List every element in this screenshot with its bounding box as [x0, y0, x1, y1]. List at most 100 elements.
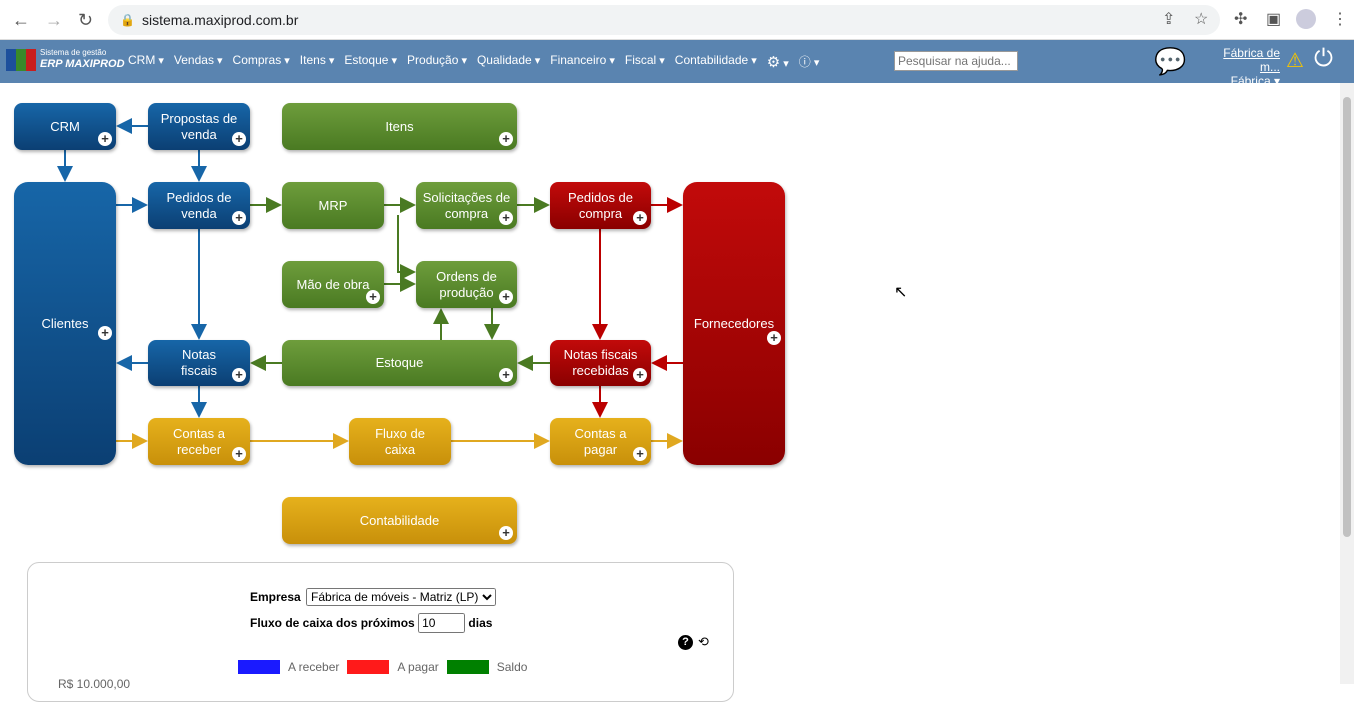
solicitacoes-box[interactable]: Solicitações de compra+ — [416, 182, 517, 229]
fluxo-caixa-box[interactable]: Fluxo de caixa — [349, 418, 451, 465]
add-icon[interactable]: + — [232, 132, 246, 146]
fornecedores-label: Fornecedores — [693, 315, 775, 331]
propostas-box[interactable]: Propostas de venda+ — [148, 103, 250, 150]
lock-icon: 🔒 — [120, 13, 135, 27]
add-icon[interactable]: + — [499, 368, 513, 382]
propostas-label: Propostas de venda — [160, 110, 238, 142]
contas-pagar-box[interactable]: Contas a pagar + — [550, 418, 651, 465]
menu-vendas[interactable]: Vendas — [174, 53, 223, 71]
back-icon[interactable]: ← — [12, 10, 30, 30]
legend-swatch-saldo — [446, 660, 489, 674]
menu-fiscal[interactable]: Fiscal — [625, 53, 665, 71]
contabilidade-label: Contabilidade — [359, 512, 440, 528]
legend-swatch-pagar — [347, 660, 390, 674]
menu-compras[interactable]: Compras — [233, 53, 290, 71]
days-input[interactable] — [418, 613, 466, 633]
forward-icon[interactable]: → — [45, 10, 63, 30]
extensions-icon[interactable]: ✣ — [1234, 11, 1248, 28]
company-link[interactable]: Fábrica de m... — [1223, 46, 1280, 74]
power-icon[interactable]: ⏻ — [1314, 45, 1333, 72]
menu-crm[interactable]: CRM — [128, 53, 164, 71]
add-icon[interactable]: + — [499, 290, 513, 304]
cashflow-panel: Empresa Fábrica de móveis - Matriz (LP) … — [27, 562, 734, 702]
profile-avatar[interactable] — [1296, 9, 1316, 29]
crm-box[interactable]: CRM + — [14, 103, 116, 150]
empresa-label: Empresa — [250, 590, 301, 604]
contabilidade-box[interactable]: Contabilidade + — [282, 497, 517, 544]
add-icon[interactable]: + — [633, 368, 647, 382]
help-icon[interactable]: ? — [678, 635, 693, 650]
pedidos-venda-box[interactable]: Pedidos de venda+ — [148, 182, 250, 229]
itens-label: Itens — [385, 118, 414, 134]
add-icon[interactable]: + — [633, 211, 647, 225]
menu-producao[interactable]: Produção — [407, 53, 467, 71]
sidepanel-icon[interactable]: ▣ — [1266, 11, 1282, 28]
ordens-label: Ordens de produção — [436, 268, 497, 300]
company-selector[interactable]: Fábrica de m...Fábrica ▾ — [1200, 46, 1280, 88]
add-icon[interactable]: + — [98, 132, 112, 146]
main-menu: CRM Vendas Compras Itens Estoque Produçã… — [128, 53, 819, 71]
add-icon[interactable]: + — [499, 132, 513, 146]
empresa-select[interactable]: Fábrica de móveis - Matriz (LP) — [306, 588, 497, 606]
kebab-menu-icon[interactable]: ⋮ — [1332, 11, 1348, 28]
estoque-box[interactable]: Estoque + — [282, 340, 517, 386]
fornecedores-box[interactable]: Fornecedores+ — [683, 182, 785, 465]
menu-estoque[interactable]: Estoque — [344, 53, 397, 71]
help-search-input[interactable] — [894, 51, 1018, 71]
pedidos-compra-box[interactable]: Pedidos de compra+ — [550, 182, 651, 229]
chat-icon[interactable]: 💬 — [1154, 46, 1187, 76]
add-icon[interactable]: + — [98, 326, 112, 340]
flow-arrows — [57, 118, 683, 449]
add-icon[interactable]: + — [232, 211, 246, 225]
add-icon[interactable]: + — [232, 447, 246, 461]
company-unit[interactable]: Fábrica — [1230, 74, 1271, 88]
refresh-icon[interactable]: ⟲ — [698, 634, 709, 649]
menu-itens[interactable]: Itens — [300, 53, 335, 71]
menu-contabilidade[interactable]: Contabilidade — [675, 53, 757, 71]
scrollbar-thumb[interactable] — [1343, 97, 1351, 537]
legend-label: A pagar — [397, 660, 439, 674]
add-icon[interactable]: + — [232, 368, 246, 382]
notas-recebidas-box[interactable]: Notas fiscais recebidas+ — [550, 340, 651, 386]
browser-toolbar: ← → ↻ 🔒 sistema.maxiprod.com.br ⇪ ☆ ✣ ▣ ⋮ — [0, 0, 1354, 40]
legend-swatch-receber — [238, 660, 280, 674]
menu-financeiro[interactable]: Financeiro — [550, 53, 615, 71]
crm-label: CRM — [50, 118, 80, 134]
logo-icon — [6, 49, 36, 71]
add-icon[interactable]: + — [767, 331, 781, 345]
empresa-row: Empresa Fábrica de móveis - Matriz (LP) — [250, 588, 497, 606]
ordens-box[interactable]: Ordens de produção+ — [416, 261, 517, 308]
contas-pagar-label: Contas a pagar — [574, 425, 627, 457]
itens-box[interactable]: Itens + — [282, 103, 517, 150]
warning-icon[interactable]: ⚠ — [1286, 50, 1304, 72]
add-icon[interactable]: + — [633, 447, 647, 461]
pedidos-venda-label: Pedidos de venda — [166, 189, 232, 221]
add-icon[interactable]: + — [499, 526, 513, 540]
legend-label: Saldo — [496, 660, 528, 674]
add-icon[interactable]: + — [499, 211, 513, 225]
star-icon[interactable]: ☆ — [1194, 11, 1209, 28]
pedidos-compra-label: Pedidos de compra — [567, 189, 634, 221]
mao-obra-label: Mão de obra — [296, 276, 370, 292]
fluxo-label: Fluxo de caixa — [375, 425, 425, 457]
reload-icon[interactable]: ↻ — [78, 10, 94, 30]
share-icon[interactable]: ⇪ — [1162, 11, 1176, 28]
address-bar[interactable]: 🔒 sistema.maxiprod.com.br — [108, 5, 1220, 35]
y-axis-tick: R$ 10.000,00 — [58, 677, 131, 691]
gear-icon[interactable]: ⚙ — [767, 53, 789, 71]
days-label: Fluxo de caixa dos próximos — [250, 616, 415, 630]
scrollbar[interactable] — [1340, 83, 1354, 684]
mao-obra-box[interactable]: Mão de obra+ — [282, 261, 384, 308]
notas-fiscais-box[interactable]: Notas fiscais+ — [148, 340, 250, 386]
url-text: sistema.maxiprod.com.br — [142, 12, 299, 28]
help-icon[interactable]: ⓘ — [799, 53, 820, 71]
chart-legend: A receber A pagar Saldo — [238, 660, 527, 674]
add-icon[interactable]: + — [366, 290, 380, 304]
clientes-box[interactable]: Clientes+ — [14, 182, 116, 465]
contas-receber-box[interactable]: Contas a receber+ — [148, 418, 250, 465]
menu-qualidade[interactable]: Qualidade — [477, 53, 540, 71]
estoque-label: Estoque — [375, 355, 424, 370]
mrp-box[interactable]: MRP — [282, 182, 384, 229]
